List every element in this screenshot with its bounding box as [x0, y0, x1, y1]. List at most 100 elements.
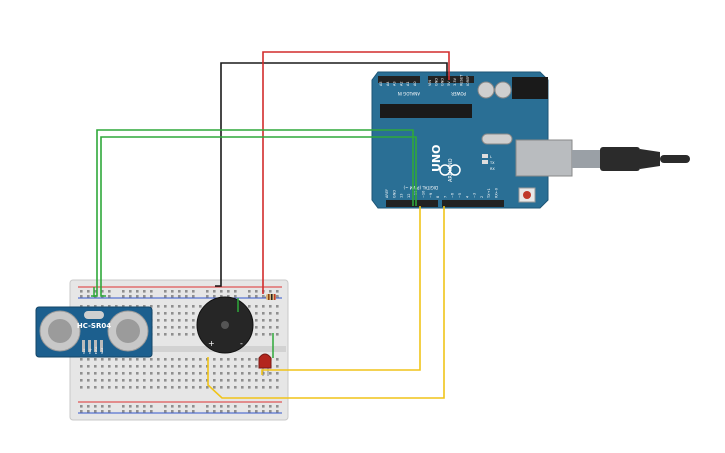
breadboard-hole	[115, 386, 118, 389]
breadboard-hole	[171, 295, 174, 298]
breadboard-hole	[276, 372, 279, 375]
breadboard-hole	[101, 379, 104, 382]
breadboard-hole	[164, 365, 167, 368]
breadboard-hole	[276, 405, 279, 408]
indicator-label: L	[490, 155, 492, 159]
breadboard-hole	[262, 379, 265, 382]
breadboard-hole	[129, 379, 132, 382]
breadboard-hole	[164, 410, 167, 413]
breadboard-hole	[206, 295, 209, 298]
breadboard-hole	[150, 305, 153, 308]
breadboard-hole	[213, 410, 216, 413]
breadboard-hole	[213, 372, 216, 375]
breadboard-hole	[122, 405, 125, 408]
breadboard-hole	[248, 358, 251, 361]
breadboard-hole	[136, 379, 139, 382]
breadboard-hole	[87, 379, 90, 382]
breadboard-hole	[192, 386, 195, 389]
breadboard-hole	[255, 365, 258, 368]
wire-yellow-buzzer[interactable]	[207, 206, 445, 399]
wire-green-echo[interactable]	[100, 136, 417, 297]
digital-pin-label: 7	[443, 196, 447, 198]
breadboard-hole	[171, 319, 174, 322]
breadboard-hole	[87, 358, 90, 361]
breadboard-hole	[136, 372, 139, 375]
breadboard-hole	[115, 379, 118, 382]
breadboard-hole	[87, 405, 90, 408]
breadboard-hole	[164, 379, 167, 382]
breadboard-hole	[248, 405, 251, 408]
piezo-buzzer[interactable]: + -	[196, 296, 254, 354]
breadboard-hole	[234, 358, 237, 361]
breadboard-hole	[269, 312, 272, 315]
wire-green-trig[interactable]	[91, 129, 414, 297]
wire-yellow-led[interactable]	[261, 206, 421, 375]
wire-black-gnd[interactable]	[215, 62, 448, 287]
wire-red-5v[interactable]	[262, 51, 450, 294]
sensor-pin-label: Trig	[88, 349, 92, 355]
breadboard-hole	[178, 372, 181, 375]
usb-cable	[572, 147, 690, 171]
breadboard-hole	[87, 305, 90, 308]
breadboard-hole	[199, 372, 202, 375]
breadboard-hole	[255, 312, 258, 315]
breadboard-hole	[234, 372, 237, 375]
power-pin-label: 5V	[447, 81, 451, 86]
breadboard-hole	[220, 358, 223, 361]
analog-pin-label: A1	[406, 81, 410, 86]
breadboard-hole	[164, 386, 167, 389]
breadboard-hole	[122, 305, 125, 308]
breadboard-hole	[241, 379, 244, 382]
breadboard-hole	[262, 295, 265, 298]
breadboard-hole	[143, 372, 146, 375]
breadboard-hole	[122, 410, 125, 413]
breadboard-hole	[269, 372, 272, 375]
breadboard-hole	[87, 290, 90, 293]
breadboard-hole	[101, 410, 104, 413]
breadboard-hole	[255, 295, 258, 298]
arduino-uno-board[interactable]: UNO ARDUINO POWER ANALOG IN DIGITAL (PWM…	[371, 71, 573, 209]
breadboard-hole	[122, 365, 125, 368]
breadboard-hole	[255, 305, 258, 308]
breadboard-hole	[192, 295, 195, 298]
breadboard-hole	[129, 405, 132, 408]
breadboard-hole	[269, 410, 272, 413]
digital-pin-label: 13	[400, 194, 404, 198]
breadboard-hole	[80, 295, 83, 298]
analog-in-label: ANALOG IN	[398, 91, 420, 96]
breadboard-hole	[122, 372, 125, 375]
breadboard-hole	[164, 358, 167, 361]
breadboard-hole	[136, 290, 139, 293]
breadboard-hole	[178, 319, 181, 322]
breadboard-hole	[199, 386, 202, 389]
breadboard-hole	[94, 358, 97, 361]
digital-pin-label: 2	[480, 196, 484, 198]
breadboard-hole	[150, 386, 153, 389]
breadboard-hole	[108, 365, 111, 368]
breadboard-hole	[129, 295, 132, 298]
crystal-oscillator	[481, 133, 513, 145]
breadboard-hole	[178, 410, 181, 413]
breadboard-hole	[94, 379, 97, 382]
power-pin-label: RESET	[460, 74, 464, 86]
breadboard-hole	[234, 405, 237, 408]
breadboard-hole	[220, 405, 223, 408]
breadboard-hole	[185, 312, 188, 315]
breadboard-hole	[178, 305, 181, 308]
breadboard-hole	[262, 326, 265, 329]
breadboard-hole	[276, 326, 279, 329]
breadboard-hole	[80, 405, 83, 408]
breadboard-hole	[164, 405, 167, 408]
breadboard-hole	[185, 295, 188, 298]
breadboard-hole	[185, 379, 188, 382]
breadboard-hole	[164, 312, 167, 315]
breadboard-hole	[143, 305, 146, 308]
breadboard-hole	[227, 372, 230, 375]
resistor[interactable]	[263, 294, 279, 300]
power-label: POWER	[451, 91, 466, 96]
breadboard-hole	[94, 386, 97, 389]
breadboard-hole	[108, 358, 111, 361]
breadboard-hole	[262, 410, 265, 413]
breadboard-hole	[143, 295, 146, 298]
